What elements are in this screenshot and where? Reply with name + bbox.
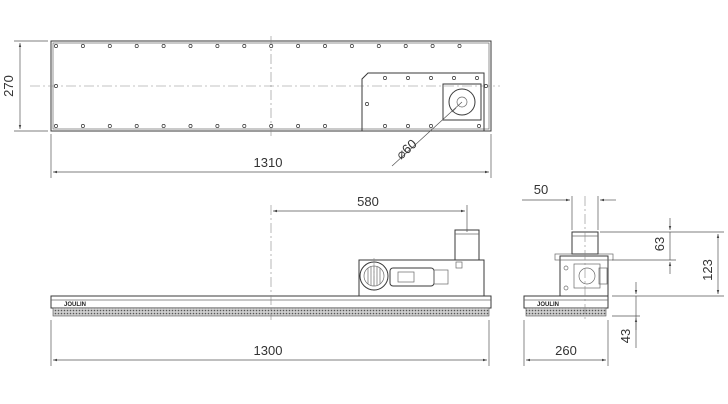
bolt-hole (406, 76, 410, 80)
svg-text:⌀60: ⌀60 (393, 136, 420, 162)
bolt-hole (242, 124, 247, 128)
side-motor-box (598, 267, 608, 285)
dim-1310-label: 1310 (254, 155, 283, 170)
bolt-hole (383, 124, 387, 128)
side-bolt (563, 265, 569, 271)
motor-plate (361, 72, 485, 131)
bolt-hole (188, 44, 193, 48)
motor-terminal-box (397, 271, 415, 283)
bolt-hole (107, 44, 112, 48)
side-brand-label: JOULIN (537, 302, 559, 308)
side-motor-housing (559, 255, 609, 297)
bolt-hole (406, 124, 410, 128)
bolt-hole (80, 124, 85, 128)
dim-63-label: 63 (652, 237, 667, 251)
bolt-hole (188, 124, 193, 128)
bolt-hole (452, 76, 456, 80)
side-flange (554, 253, 614, 261)
front-view: JOULIN 580 1300 (50, 194, 492, 366)
motor-base (358, 259, 485, 297)
dim-580-label: 580 (357, 194, 379, 209)
top-view: 270 1310 ⌀60 (1, 36, 500, 178)
flange-bore (448, 88, 476, 116)
bolt-hole (54, 84, 58, 88)
dim-270-label: 270 (1, 75, 16, 97)
bolt-hole (323, 124, 327, 128)
bolt-hole (429, 76, 433, 80)
dim-dia60-leader (391, 101, 463, 167)
dim-1300-label: 1300 (254, 343, 283, 358)
bolt-hole (484, 84, 488, 88)
bolt-hole (215, 44, 220, 48)
flange-square (442, 83, 482, 121)
bolt-hole (475, 76, 479, 80)
flange-hub (456, 96, 468, 108)
side-motor-shaft (578, 267, 596, 285)
bolt-hole (54, 124, 58, 128)
bolt-hole (107, 124, 112, 128)
bolt-hole (376, 44, 381, 48)
bolt-hole (215, 124, 220, 128)
dim-260-label: 260 (555, 343, 577, 358)
dim-43-label: 43 (618, 329, 633, 343)
bolt-hole (457, 44, 462, 48)
bolt-hole (269, 44, 274, 48)
side-brush-strip (525, 307, 607, 317)
bolt-hole (242, 44, 247, 48)
bolt-hole (269, 124, 274, 128)
motor-label-plate (455, 261, 463, 269)
bolt-hole (430, 44, 435, 48)
bolt-hole (80, 44, 85, 48)
bolt-hole (134, 44, 139, 48)
dim-50-label: 50 (534, 182, 548, 197)
bolt-holes-motor-plate (365, 76, 481, 128)
bolt-hole (403, 44, 408, 48)
bolt-hole (349, 44, 354, 48)
gearbox (433, 269, 449, 285)
front-brand-label: JOULIN (64, 302, 86, 308)
bolt-hole (296, 124, 301, 128)
bolt-hole (54, 44, 58, 48)
bolt-hole (365, 102, 369, 106)
bolt-hole (161, 44, 166, 48)
bolt-holes-top (54, 44, 488, 128)
side-motor-cover (573, 263, 601, 289)
side-bolt-2 (563, 285, 569, 291)
flange-key (451, 107, 457, 113)
side-view: JOULIN 50 63 123 43 (522, 182, 724, 366)
bolt-hole (296, 44, 301, 48)
bolt-hole (383, 76, 387, 80)
motor-body (389, 267, 435, 287)
dim-123-label: 123 (700, 259, 715, 281)
bolt-hole (323, 44, 327, 48)
outlet-spout (454, 229, 480, 261)
bolt-hole (134, 124, 139, 128)
bolt-hole (161, 124, 166, 128)
bolt-hole (429, 124, 433, 128)
bolt-hole (477, 124, 481, 128)
